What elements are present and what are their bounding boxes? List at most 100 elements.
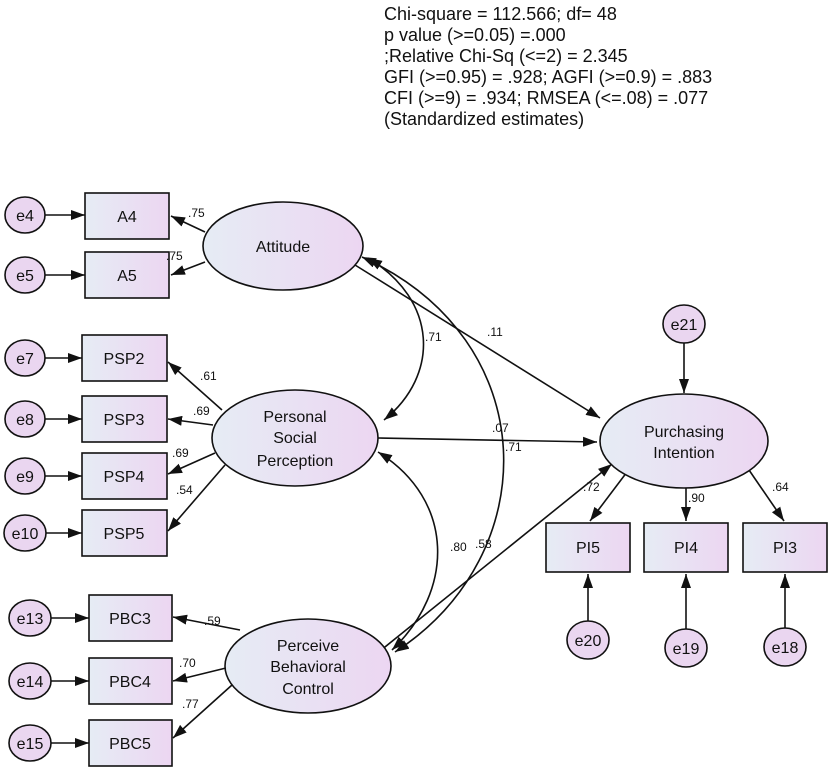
loading-arrow-a4 xyxy=(170,215,206,233)
loading-arrow-psp5 xyxy=(167,464,226,532)
loading-arrow-pbc4 xyxy=(172,667,227,683)
stat-line: (Standardized estimates) xyxy=(384,109,585,129)
indicator-label: PI4 xyxy=(674,540,698,557)
error-label: e4 xyxy=(16,208,34,225)
loading-value-pi3: .64 xyxy=(772,480,789,494)
stat-line: ;Relative Chi-Sq (<=2) = 2.345 xyxy=(384,46,628,66)
loading-value-pbc5: .77 xyxy=(182,697,199,711)
loading-value-psp4: .69 xyxy=(172,446,189,460)
indicator-label: PBC5 xyxy=(109,736,151,753)
indicator-psp2: PSP2 xyxy=(81,334,168,382)
latent-label: Perceive xyxy=(277,638,339,655)
error-e18: e18 xyxy=(763,627,807,667)
loading-value-a5: .75 xyxy=(166,249,183,263)
loading-arrow-pbc3 xyxy=(172,614,241,631)
loading-arrow-pi5 xyxy=(589,471,628,522)
error-label: e7 xyxy=(16,351,34,368)
correlation-psp-pbc xyxy=(377,451,439,651)
indicator-pbc5: PBC5 xyxy=(88,719,173,767)
stat-line: p value (>=0.05) =.000 xyxy=(384,25,566,45)
latent-label: Personal xyxy=(263,409,326,426)
fit-statistics: Chi-square = 112.566; df= 48 p value (>=… xyxy=(384,4,712,130)
error-e10: e10 xyxy=(3,514,47,552)
path-value-attitude-pi: .11 xyxy=(487,325,503,339)
loading-value-pbc3: .59 xyxy=(204,614,221,628)
path-psp-pi xyxy=(377,436,598,447)
latent-purchasing-intention: Purchasing Intention xyxy=(599,393,769,489)
error-label: e20 xyxy=(575,633,602,650)
latent-attitude: Attitude xyxy=(202,201,364,291)
error-e4: e4 xyxy=(4,196,46,234)
correlation-value-psp-pbc: .80 xyxy=(450,540,467,554)
indicator-pi5: PI5 xyxy=(545,522,631,573)
error-label: e8 xyxy=(16,412,34,429)
indicator-pi4: PI4 xyxy=(643,522,729,573)
error-e20: e20 xyxy=(566,620,610,660)
indicator-label: PSP2 xyxy=(104,351,145,368)
error-e19: e19 xyxy=(664,628,708,668)
loading-arrow-psp2 xyxy=(167,361,223,411)
indicator-label: PSP4 xyxy=(104,469,145,486)
latent-label: Social xyxy=(273,430,317,447)
error-e13: e13 xyxy=(8,599,52,637)
latent-label: Purchasing xyxy=(644,424,724,441)
latent-perceive-behavioral-control: Perceive Behavioral Control xyxy=(224,618,392,714)
latent-label: Control xyxy=(282,681,334,698)
indicator-pbc4: PBC4 xyxy=(88,657,173,705)
indicator-a4: A4 xyxy=(84,192,170,240)
error-label: e5 xyxy=(16,268,34,285)
error-label: e19 xyxy=(673,641,700,658)
stat-line: CFI (>=9) = .934; RMSEA (<=.08) = .077 xyxy=(384,88,709,108)
indicator-label: A5 xyxy=(117,268,137,285)
correlation-value-attitude-psp: .71 xyxy=(425,330,442,344)
indicator-label: PI5 xyxy=(576,540,600,557)
indicator-pi3: PI3 xyxy=(742,522,828,573)
loading-value-psp5: .54 xyxy=(176,483,193,497)
error-e21: e21 xyxy=(662,304,706,344)
path-value-psp-pi: .07 xyxy=(492,421,509,435)
latent-label: Attitude xyxy=(256,239,310,256)
error-label: e9 xyxy=(16,469,34,486)
path-value-pbc-pi: .71 xyxy=(505,440,522,454)
correlation-attitude-psp xyxy=(367,257,425,421)
indicator-label: PBC4 xyxy=(109,674,151,691)
indicator-psp4: PSP4 xyxy=(81,452,168,500)
indicator-label: PSP5 xyxy=(104,526,145,543)
error-label: e14 xyxy=(17,674,44,691)
error-label: e10 xyxy=(12,526,39,543)
indicator-psp3: PSP3 xyxy=(81,395,168,443)
loading-arrow-psp4 xyxy=(167,452,216,475)
error-label: e15 xyxy=(17,736,44,753)
indicator-label: PSP3 xyxy=(104,412,145,429)
loading-value-psp2: .61 xyxy=(200,369,217,383)
loading-arrow-psp3 xyxy=(167,415,214,426)
loading-value-pbc4: .70 xyxy=(179,656,196,670)
indicator-psp5: PSP5 xyxy=(81,509,168,557)
error-label: e13 xyxy=(17,611,44,628)
loading-arrow-a5 xyxy=(170,261,206,276)
path-pbc-pi xyxy=(374,463,613,656)
latent-label: Intention xyxy=(653,445,714,462)
error-e7: e7 xyxy=(4,339,46,377)
error-label: e21 xyxy=(671,317,698,334)
latent-label: Perception xyxy=(257,453,334,470)
correlation-value-attitude-pbc: .58 xyxy=(475,537,492,551)
error-e15: e15 xyxy=(8,724,52,762)
loading-value-psp3: .69 xyxy=(193,404,210,418)
latent-personal-social-perception: Personal Social Perception xyxy=(211,389,379,487)
loading-value-a4: .75 xyxy=(188,206,205,220)
loading-arrow-pbc5 xyxy=(172,684,233,739)
latent-label: Behavioral xyxy=(270,659,346,676)
indicator-label: A4 xyxy=(117,209,137,226)
indicator-a5: A5 xyxy=(84,251,170,299)
loading-arrow-pi3 xyxy=(748,469,785,522)
error-e8: e8 xyxy=(4,400,46,438)
path-attitude-pi xyxy=(354,264,601,419)
correlation-attitude-pbc xyxy=(361,256,505,653)
error-e9: e9 xyxy=(4,457,46,495)
indicator-pbc3: PBC3 xyxy=(88,594,173,642)
stat-line: Chi-square = 112.566; df= 48 xyxy=(384,4,617,24)
stat-line: GFI (>=0.95) = .928; AGFI (>=0.9) = .883 xyxy=(384,67,713,87)
error-e14: e14 xyxy=(8,662,52,700)
